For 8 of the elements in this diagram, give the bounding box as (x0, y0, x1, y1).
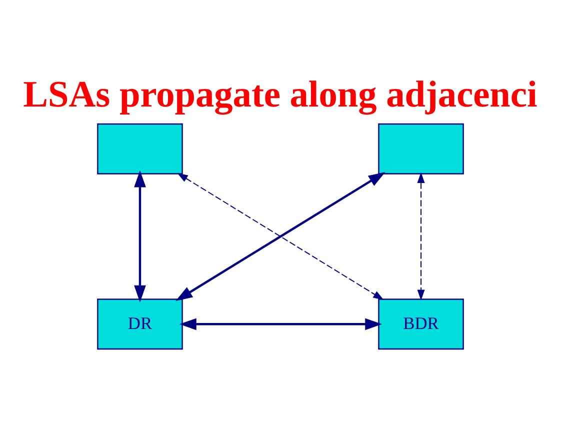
node-box (378, 122, 464, 174)
node-box: BDR (378, 298, 464, 350)
arrow (417, 172, 425, 300)
diagram-title: LSAs propagate along adjacenci (23, 74, 538, 116)
node-box: DR (97, 298, 183, 350)
arrow (134, 170, 146, 302)
node-box (97, 122, 183, 174)
arrow (179, 318, 382, 330)
